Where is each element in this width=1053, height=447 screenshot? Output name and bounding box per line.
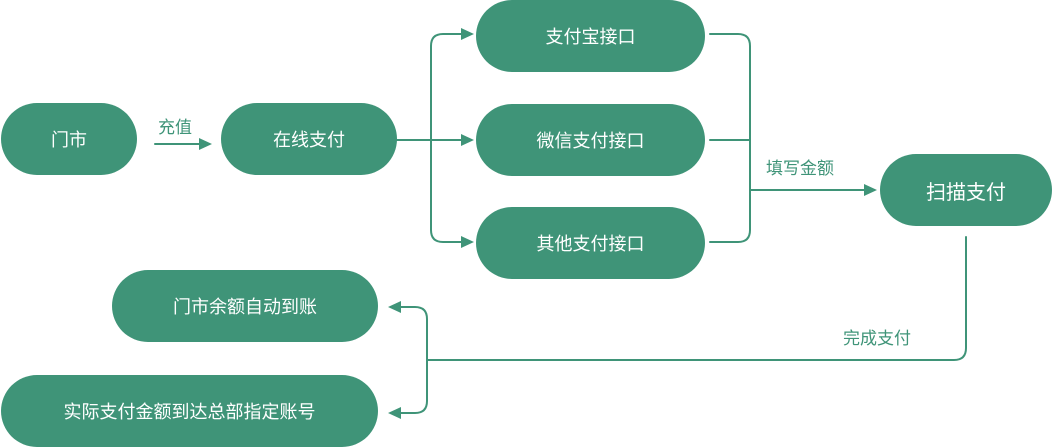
node-scan-pay-label: 扫描支付 [926, 179, 1006, 204]
node-online-pay-label: 在线支付 [273, 130, 345, 151]
node-online-pay: 在线支付 [221, 103, 397, 175]
node-wechat: 微信支付接口 [476, 104, 705, 176]
label-recharge: 充值 [158, 118, 192, 138]
node-alipay-label: 支付宝接口 [545, 27, 636, 48]
node-scan-pay: 扫描支付 [880, 154, 1052, 226]
merge-bracket [709, 33, 751, 243]
node-store-label: 门市 [51, 130, 87, 151]
arrowhead-online [199, 138, 212, 150]
node-other-label: 其他支付接口 [536, 234, 645, 255]
arrowhead-other [461, 236, 474, 248]
node-other: 其他支付接口 [476, 207, 705, 279]
node-alipay: 支付宝接口 [476, 0, 705, 72]
node-hq-account: 实际支付金额到达总部指定账号 [1, 375, 378, 447]
arrowhead-wechat [461, 134, 474, 146]
node-wechat-label: 微信支付接口 [536, 131, 645, 152]
node-store: 门市 [1, 103, 137, 175]
node-balance: 门市余额自动到账 [112, 270, 378, 342]
arrowhead-alipay [461, 28, 474, 40]
node-balance-label: 门市余额自动到账 [173, 297, 317, 318]
label-fill-amount: 填写金额 [766, 159, 834, 179]
result-bracket [399, 306, 428, 414]
arrowhead-balance [388, 301, 401, 313]
node-hq-account-label: 实际支付金额到达总部指定账号 [63, 402, 316, 423]
return-line [426, 236, 967, 361]
arrowhead-scan-pay [864, 184, 877, 196]
branch-bracket [430, 33, 463, 243]
arrowhead-hq-account [388, 407, 401, 419]
label-complete: 完成支付 [843, 329, 911, 349]
